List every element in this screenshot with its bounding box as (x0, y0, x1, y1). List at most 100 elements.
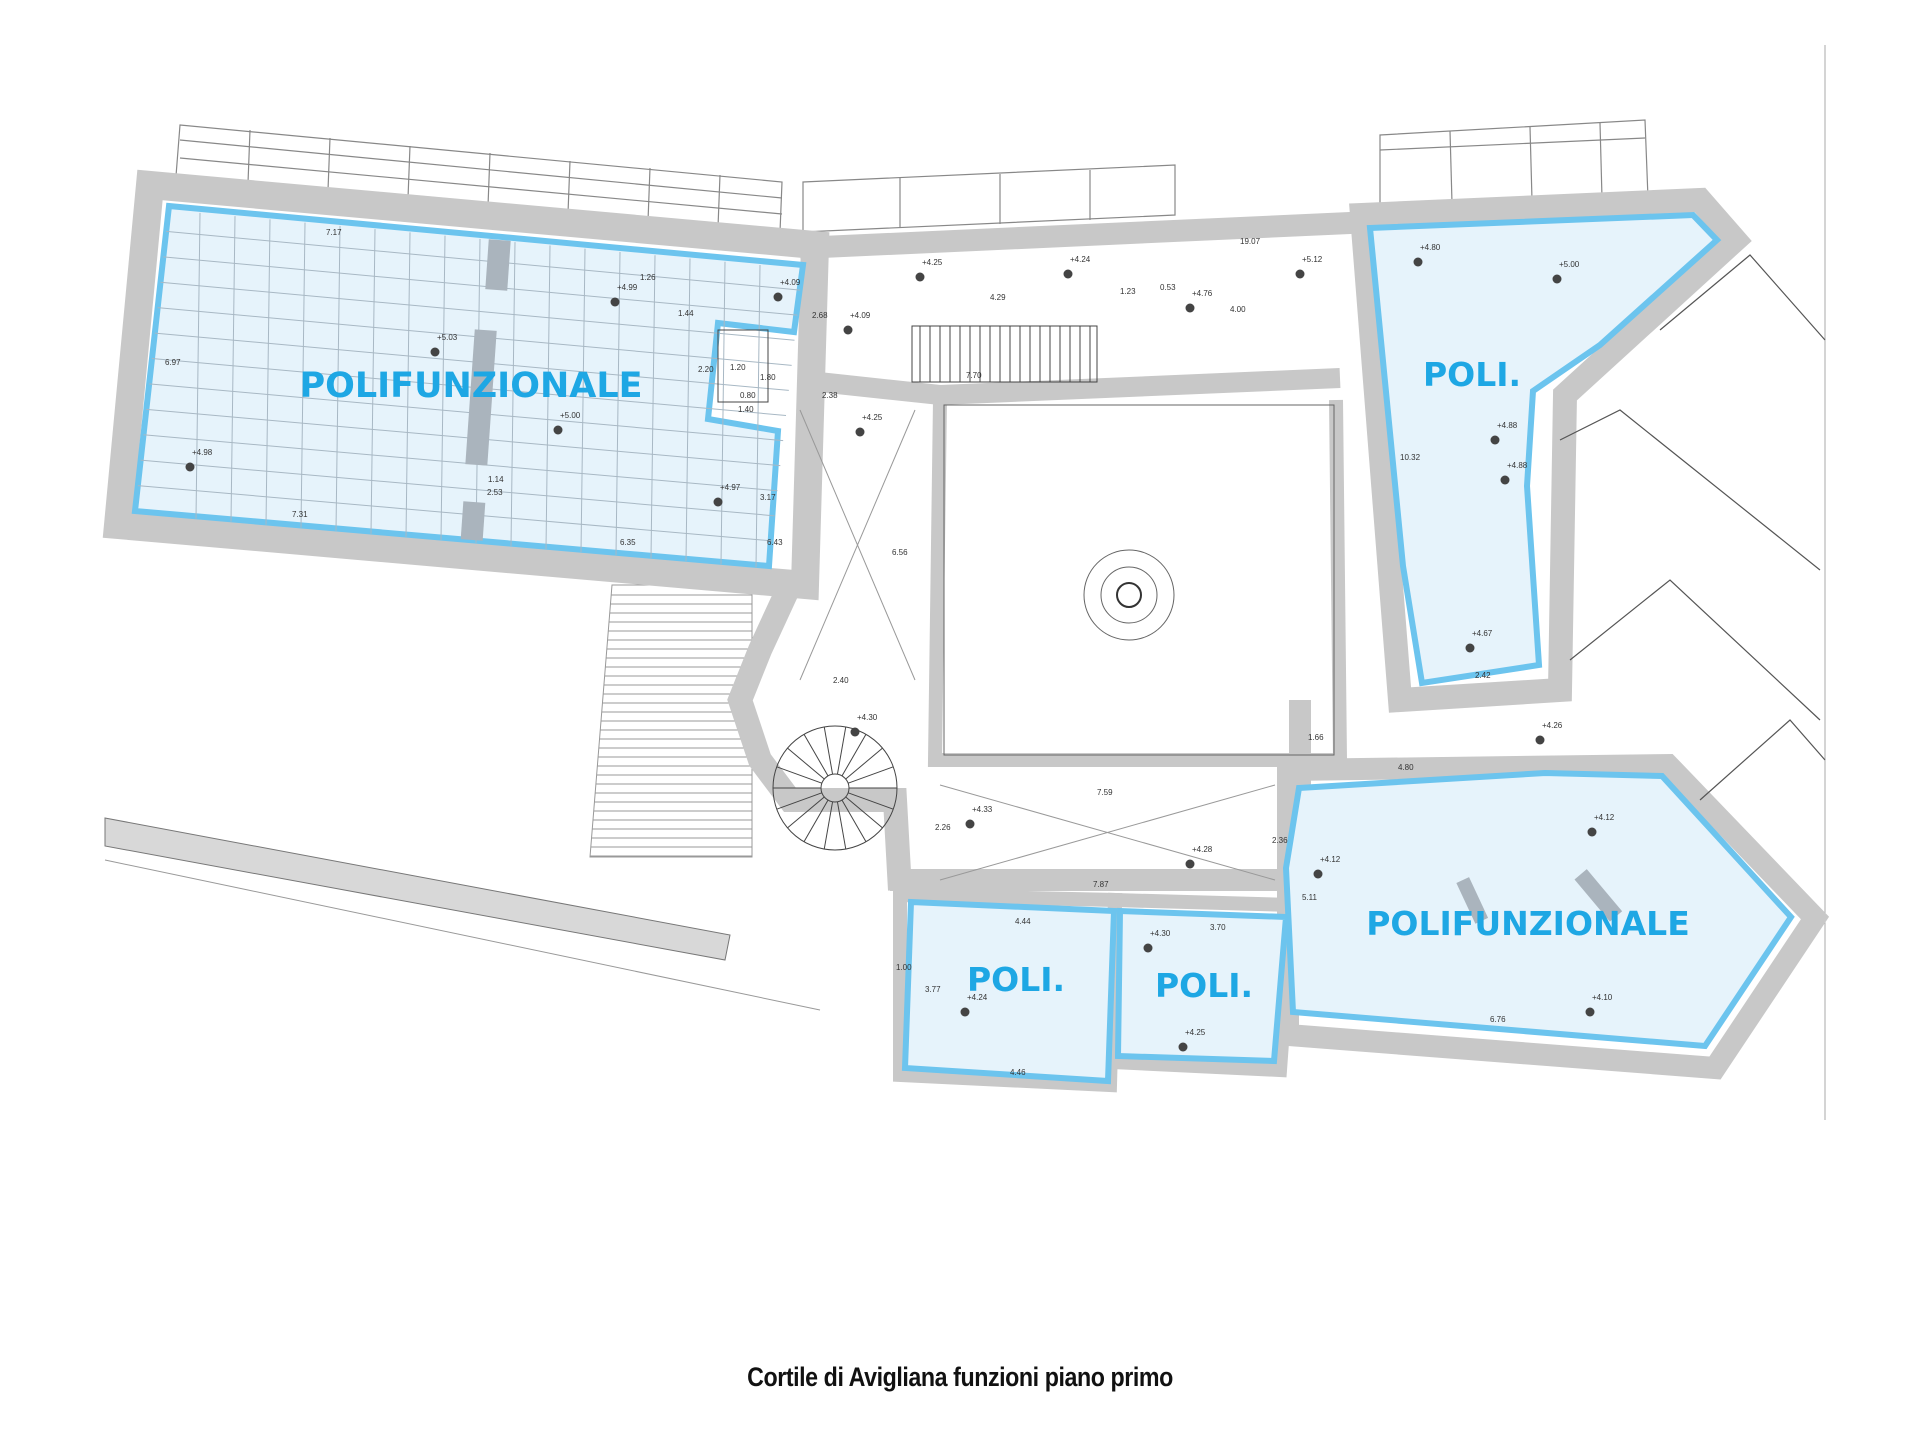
elevation-label: +4.97 (720, 483, 741, 492)
elevation-label: +4.76 (1192, 289, 1213, 298)
dimension-label: 2.53 (487, 488, 503, 497)
dimension-label: 2.40 (833, 676, 849, 685)
room-label: POLI. (1155, 966, 1253, 1005)
dimension-label: 10.32 (1400, 453, 1421, 462)
elevation-marker-icon (185, 462, 195, 472)
elevation-marker-icon (1178, 1042, 1188, 1052)
dimension-label: 2.20 (698, 365, 714, 374)
dimension-label: 5.11 (1302, 893, 1318, 902)
dimension-label: 4.46 (1010, 1068, 1026, 1077)
dimension-label: 2.26 (935, 823, 951, 832)
vault-markings (799, 409, 1276, 881)
dimension-label: 1.66 (1308, 733, 1324, 742)
elevation-label: +4.25 (922, 258, 943, 267)
elevation-label: +4.30 (857, 713, 878, 722)
elevation-label: +4.28 (1192, 845, 1213, 854)
elevation-marker-icon (1587, 827, 1597, 837)
dimension-label: 1.14 (488, 475, 504, 484)
dimension-label: 6.76 (1490, 1015, 1506, 1024)
dimension-label: 1.26 (640, 273, 656, 282)
elevation-marker-icon (1313, 869, 1323, 879)
elevation-label: +4.24 (1070, 255, 1091, 264)
elevation-label: +4.09 (780, 278, 801, 287)
elevation-label: +4.25 (862, 413, 883, 422)
elevation-label: +4.12 (1594, 813, 1615, 822)
room-poli-northeast[interactable]: POLI. (1366, 211, 1722, 687)
adjacent-buildings (1559, 254, 1826, 801)
elevation-marker-icon (915, 272, 925, 282)
dimension-label: 1.80 (760, 373, 776, 382)
elevation-label: +4.25 (1185, 1028, 1206, 1037)
dimension-label: 4.29 (990, 293, 1006, 302)
elevation-marker-icon (430, 347, 440, 357)
dimension-label: 2.36 (1272, 836, 1288, 845)
elevation-marker-icon (1143, 943, 1153, 953)
elevation-marker-icon (843, 325, 853, 335)
room-poli-south-2[interactable]: POLI. (1114, 907, 1290, 1065)
dimension-label: 1.23 (1120, 287, 1136, 296)
dimension-label: 0.80 (740, 391, 756, 400)
room-polifunzionale-west[interactable]: POLIFUNZIONALE (131, 202, 807, 570)
elevation-label: +4.99 (617, 283, 638, 292)
elevation-label: +4.33 (972, 805, 993, 814)
room-label: POLIFUNZIONALE (299, 366, 642, 406)
dimension-label: 7.59 (1097, 788, 1113, 797)
elevation-label: +4.80 (1420, 243, 1441, 252)
elevation-marker-icon (1185, 303, 1195, 313)
elevation-marker-icon (1490, 435, 1500, 445)
dimension-label: 2.38 (822, 391, 838, 400)
dimension-label: 6.35 (620, 538, 636, 547)
dimension-label: 3.17 (760, 493, 776, 502)
room-poli-south-1[interactable]: POLI. (901, 898, 1118, 1085)
elevation-label: +4.98 (192, 448, 213, 457)
boundary-wall (104, 817, 821, 1011)
elevation-label: +5.12 (1302, 255, 1323, 264)
elevation-marker-icon (773, 292, 783, 302)
elevation-marker-icon (1500, 475, 1510, 485)
courtyard (943, 404, 1335, 756)
elevation-marker-icon (1413, 257, 1423, 267)
internal-staircase (911, 325, 1098, 383)
dimension-label: 4.00 (1230, 305, 1246, 314)
elevation-label: +4.67 (1472, 629, 1493, 638)
dimension-label: 7.87 (1093, 880, 1109, 889)
elevation-marker-icon (1585, 1007, 1595, 1017)
elevation-label: +4.88 (1497, 421, 1518, 430)
elevation-label: +4.88 (1507, 461, 1528, 470)
elevation-label: +4.24 (967, 993, 988, 1002)
room-polifunzionale-southeast[interactable]: POLIFUNZIONALE (1282, 769, 1795, 1050)
dimension-label: 6.43 (767, 538, 783, 547)
balcony-railing (175, 124, 783, 233)
elevation-marker-icon (713, 497, 723, 507)
elevation-label: +5.03 (437, 333, 458, 342)
room-label: POLIFUNZIONALE (1366, 904, 1690, 943)
elevation-marker-icon (960, 1007, 970, 1017)
dimension-label: 4.80 (1398, 763, 1414, 772)
dimension-label: 7.70 (966, 371, 982, 380)
dimension-label: 1.40 (738, 405, 754, 414)
dimension-label: 1.20 (730, 363, 746, 372)
elevation-label: +4.12 (1320, 855, 1341, 864)
elevation-marker-icon (1465, 643, 1475, 653)
dimension-label: 2.42 (1475, 671, 1491, 680)
elevation-label: +4.10 (1592, 993, 1613, 1002)
elevation-marker-icon (1535, 735, 1545, 745)
external-staircase (589, 584, 753, 858)
dimension-label: 3.70 (1210, 923, 1226, 932)
dimension-label: 4.44 (1015, 917, 1031, 926)
elevation-marker-icon (553, 425, 563, 435)
elevation-label: +4.09 (850, 311, 871, 320)
dimension-label: 3.77 (925, 985, 941, 994)
elevation-marker-icon (610, 297, 620, 307)
elevation-label: +5.00 (560, 411, 581, 420)
elevation-label: +5.00 (1559, 260, 1580, 269)
room-label: POLI. (1423, 355, 1521, 394)
dimension-label: 0.53 (1160, 283, 1176, 292)
elevation-marker-icon (1185, 859, 1195, 869)
dimension-label: 2.68 (812, 311, 828, 320)
elevation-marker-icon (1295, 269, 1305, 279)
dimension-label: 19.07 (1240, 237, 1261, 246)
drawing-caption: Cortile di Avigliana funzioni piano prim… (747, 1362, 1173, 1392)
